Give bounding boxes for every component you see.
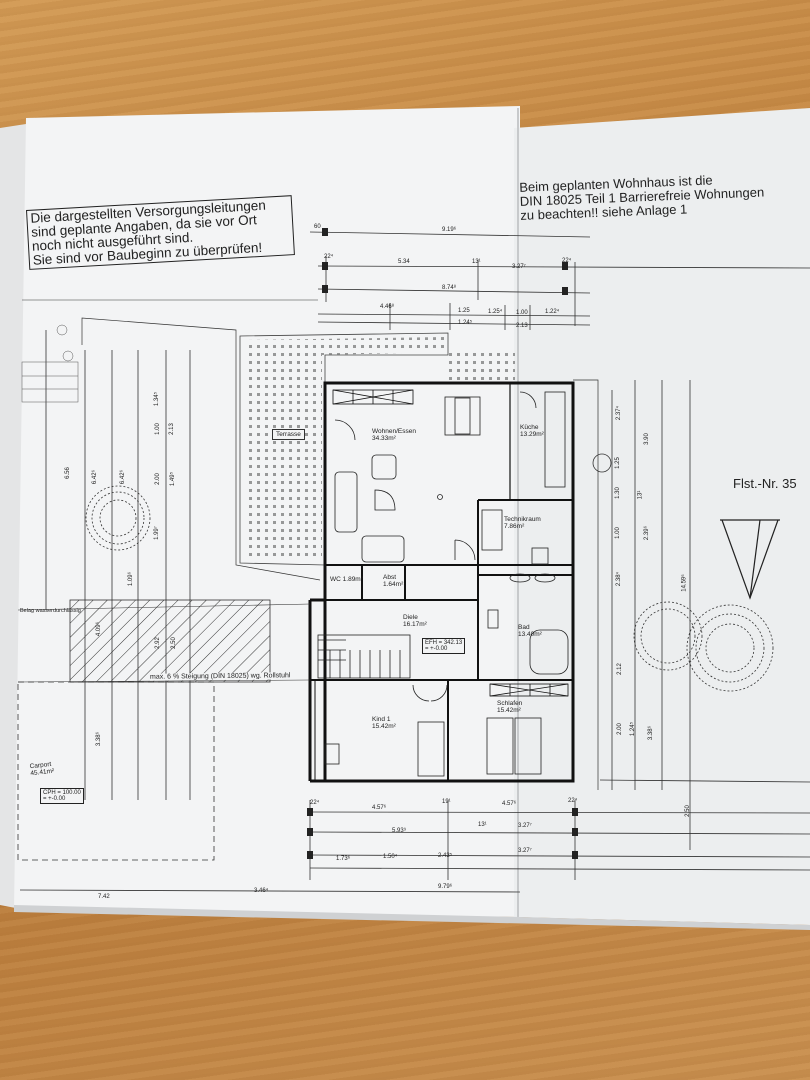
dim-bottom: 1.73⁶ [336,856,351,862]
dim-bottom: 19¹ [442,799,451,805]
dim-bottom: 9.79⁶ [438,884,453,890]
dim-top: 1.25⁴ [488,309,503,315]
dim-bottom: 3.46⁴ [254,888,269,894]
dim-left: 2.00 [154,473,161,485]
dim-top: 1.22⁴ [545,309,560,315]
cph-level: CPH = 100.00= +-0.00 [40,788,84,804]
efh-level: EFH = 342.13= +-0.00 [422,638,466,654]
dim-right: 3.90 [643,433,650,445]
dim-top: 8.74⁸ [442,285,457,291]
dim-top: 22⁴ [562,258,572,264]
parcel-label: Flst.-Nr. 35 [733,476,797,491]
dim-top: 4.46⁸ [380,304,395,310]
dim-right: 14.59⁶ [681,574,688,592]
dim-bottom: 3.27⁷ [518,823,532,829]
dim-bottom: 3.27⁷ [518,848,532,854]
dim-bottom: 1.50⁴ [383,854,398,860]
dim-left: 1.00 [154,423,161,435]
dim-left: 6.42⁶ [120,469,127,485]
dim-left: 2.50 [170,637,177,649]
dim-top: 1.00 [516,310,528,316]
dim-left: 1.34⁵ [154,391,161,407]
dim-bottom: 5.93⁹ [392,828,407,834]
dim-bottom: 2.43⁵ [438,853,453,859]
dim-left: 2.92 [154,637,161,649]
dim-top: 2.13 [516,323,528,329]
dim-bottom: 4.57⁶ [502,801,517,807]
dim-bottom: 13¹ [478,822,487,828]
dim-bottom: 22⁴ [568,798,578,804]
dim-bottom: 22⁴ [310,800,320,806]
dim-top: 1.25 [458,308,470,314]
dim-top: 3.27⁷ [512,264,526,270]
dim-left: 1.99⁷ [153,526,160,540]
dim-left: 1.49⁵ [170,471,177,487]
dim-left: 1.09⁶ [128,571,135,587]
dim-right: 2.50 [684,805,691,817]
dim-right: 2.12 [616,663,623,675]
dim-right: 1.30 [614,487,621,499]
dim-right: 3.38⁶ [648,725,655,741]
dim-right: 1.25 [614,457,621,469]
dim-left: 6.42⁶ [92,469,99,485]
dim-right: 1.24⁵ [630,721,637,737]
dim-right: 2.39⁶ [644,525,651,541]
room-terrasse: Terrasse [272,429,305,440]
dim-top: 22⁴ [324,254,334,260]
dim-top: 9.19⁶ [442,227,457,233]
dim-left: 2.13 [168,423,175,435]
dim-right: 2.37⁴ [616,405,623,421]
dim-left: 6.56 [64,467,71,479]
dim-top: 13¹ [472,259,481,265]
dim-top: 60 [314,224,321,230]
room-wc: WC 1.89m² [330,576,363,583]
dim-right: 2.38⁴ [616,571,623,587]
dim-top: 5.34 [398,259,410,265]
dim-bottom: 7.42 [98,894,110,900]
ramp-note: max. 6 % Steigung (DIN 18025) wg. Rollst… [149,672,291,681]
dim-top: 1.24⁵ [458,320,473,326]
dim-right: 13¹ [637,490,644,500]
dim-right: 2.00 [616,723,623,735]
zufahrt-note: Belag wasserdurchlässig [20,608,81,614]
dim-left: 3.38⁶ [96,731,103,747]
dim-right: 1.00 [614,527,621,539]
dim-bottom: 4.57⁶ [372,805,387,811]
dim-left: 4.09⁶ [96,621,103,637]
